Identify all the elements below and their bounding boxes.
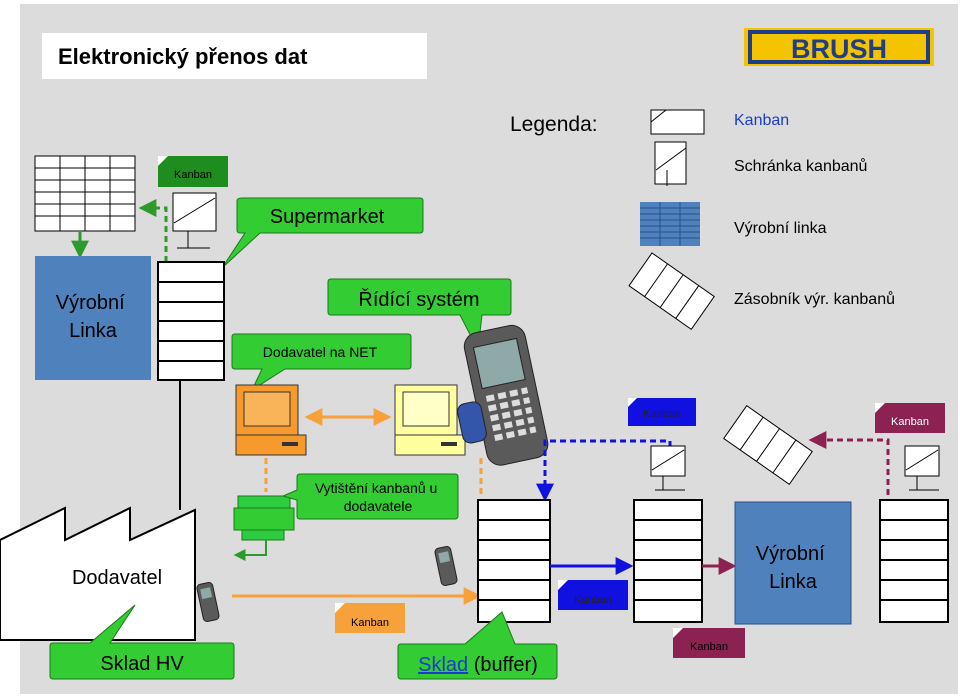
kanban-label-maroon-right: Kanban (891, 416, 929, 428)
print-label: Vytištění kanbanů u dodavatele (315, 480, 441, 514)
page-title: Elektronický přenos dat (58, 44, 308, 69)
kanban-post-middle (650, 445, 686, 491)
buffer-link[interactable]: Sklad (418, 654, 468, 676)
kanban-label-blue-bottom: Kanban (574, 594, 612, 606)
arrow-printer-out (233, 540, 267, 561)
legend-rack-icon (628, 252, 715, 331)
buffer-shelf (477, 499, 551, 623)
legend-rack-label: Zásobník výr. kanbanů (734, 290, 895, 308)
arrow-right-post-to-rack (808, 431, 890, 495)
kanban-post-supermarket (172, 192, 217, 249)
supplier-net-label: Dodavatel na NET (263, 344, 378, 360)
label-line: dodavatele (344, 498, 413, 514)
legend-kanban-icon (650, 109, 705, 135)
kanban-card-blue-bottom: Kanban (558, 580, 628, 610)
label-line: Linka (69, 320, 118, 342)
buffer-label: Sklad (buffer) (418, 654, 538, 676)
kanban-card-green-top: Kanban (158, 156, 228, 187)
handheld-scanner-large-icon (457, 324, 549, 466)
brush-logo: BRUSH (744, 28, 934, 66)
supplier-factory: Dodavatel (0, 506, 196, 641)
supplier-net-callout: Dodavatel na NET (231, 333, 412, 392)
supplier-computer-icon (235, 384, 307, 456)
buffer-callout: Sklad (buffer) (397, 611, 558, 680)
legend-line-label: Výrobní linka (734, 220, 827, 237)
kanban-card-blue: Kanban (628, 398, 696, 426)
warehouse-callout: Sklad HV (49, 604, 235, 680)
right-shelf (879, 499, 949, 623)
label-line: Linka (769, 571, 818, 593)
arrow-post-to-scanner (536, 439, 672, 502)
kanban-sheet-grid (34, 155, 136, 232)
kanban-label-orange: Kanban (351, 617, 389, 629)
warehouse-label: Sklad HV (100, 653, 184, 675)
legend-post-icon (654, 141, 687, 186)
kanban-post-right (904, 445, 940, 491)
legend-heading: Legenda: (510, 113, 598, 136)
title-box (42, 33, 427, 79)
production-line-right-label: Výrobní Linka (756, 543, 831, 593)
kanban-rack-right (723, 404, 813, 486)
legend-line-icon (640, 202, 700, 246)
supermarket-callout: Supermarket (221, 197, 424, 269)
kanban-card-maroon-right: Kanban (875, 403, 945, 433)
handheld-scanner-small-icon (196, 581, 220, 623)
kanban-label-maroon-bottom: Kanban (690, 641, 728, 653)
arrow-shelf-to-grid (138, 199, 168, 262)
production-line-left-label: Výrobní Linka (56, 292, 131, 342)
kanban-card-maroon-bottom: Kanban (673, 628, 745, 658)
printer-icon (233, 495, 295, 541)
supermarket-shelf (157, 261, 225, 381)
control-system-label: Řídící systém (358, 288, 479, 311)
logo-text: BRUSH (791, 34, 887, 64)
line-side-shelf (633, 499, 703, 623)
control-system-callout: Řídící systém (327, 278, 512, 352)
supermarket-label: Supermarket (270, 206, 385, 228)
buffer-label-rest: (buffer) (468, 654, 538, 676)
print-callout: Vytištění kanbanů u dodavatele (281, 473, 459, 520)
kanban-label-blue: Kanban (643, 408, 681, 420)
legend-kanban-label: Kanban (734, 112, 789, 129)
handheld-scanner-small-icon-2 (434, 545, 458, 587)
production-line-right (734, 501, 852, 625)
supplier-factory-label: Dodavatel (72, 567, 162, 589)
control-computer-icon (394, 384, 466, 456)
legend-post-label: Schránka kanbanů (734, 157, 867, 175)
kanban-label-green-top: Kanban (174, 169, 212, 181)
production-line-left (35, 256, 151, 380)
kanban-card-orange: Kanban (335, 603, 405, 633)
